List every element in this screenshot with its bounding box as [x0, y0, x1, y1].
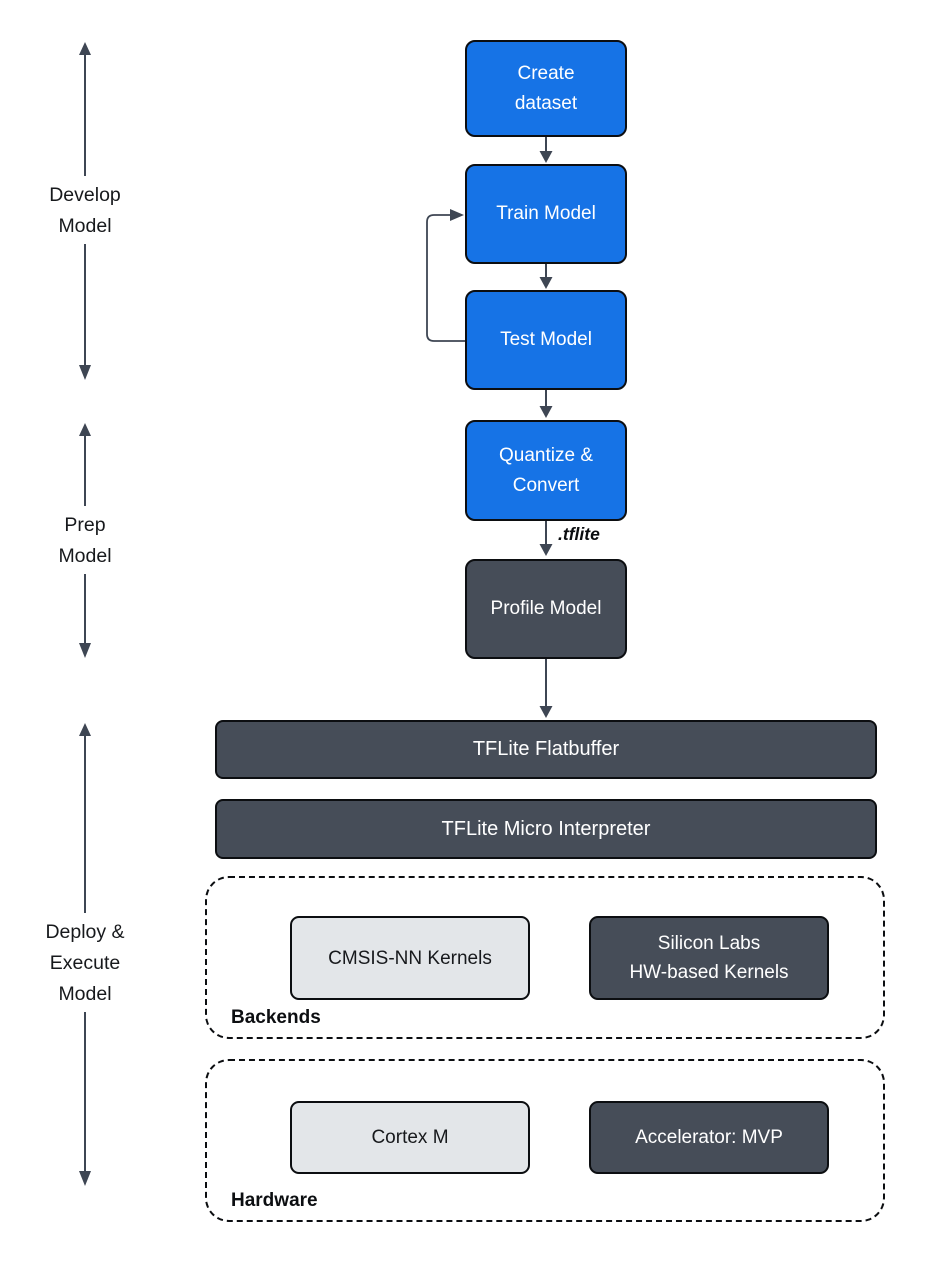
group-backends: CMSIS-NN Kernels Silicon Labs HW-based K…: [205, 876, 885, 1039]
group-label-backends: Backends: [231, 1007, 321, 1028]
box-label-line: HW-based Kernels: [629, 962, 789, 983]
phase-label-line: Model: [58, 983, 112, 1005]
backend-box-cmsis-nn-kernels: CMSIS-NN Kernels: [290, 916, 530, 1000]
tflite-file-label: .tflite: [558, 524, 600, 544]
group-label-hardware: Hardware: [231, 1190, 318, 1211]
phase-label-deploy-execute-model: Deploy & Execute Model: [15, 917, 155, 1010]
phase-label-line: Execute: [49, 952, 121, 974]
feedback-loop-arrow: [426, 209, 465, 342]
bar-tflite-flatbuffer: TFLite Flatbuffer: [215, 720, 877, 779]
hardware-box-accelerator-mvp: Accelerator: MVP: [589, 1101, 829, 1174]
phase-label-line: Develop: [49, 184, 121, 206]
phase-label-line: Prep: [64, 514, 106, 536]
node-create-dataset: Create dataset: [465, 40, 627, 137]
phase-label-line: Deploy &: [45, 921, 125, 943]
box-label-line: CMSIS-NN Kernels: [328, 947, 492, 969]
node-train-model: Train Model: [465, 164, 627, 264]
node-test-model: Test Model: [465, 290, 627, 390]
phase-label-line: Model: [58, 545, 112, 567]
box-label-line: Accelerator: MVP: [635, 1127, 783, 1148]
phase-label-line: Model: [58, 215, 112, 237]
group-hardware: Cortex M Accelerator: MVP Hardware: [205, 1059, 885, 1222]
bar-tflite-micro-interpreter: TFLite Micro Interpreter: [215, 799, 877, 859]
phase-label-prep-model: Prep Model: [15, 510, 155, 572]
node-profile-model: Profile Model: [465, 559, 627, 659]
backend-box-silicon-labs-hw-kernels: Silicon Labs HW-based Kernels: [589, 916, 829, 1000]
box-label-line: Silicon Labs: [657, 933, 761, 954]
hardware-box-cortex-m: Cortex M: [290, 1101, 530, 1174]
node-quantize-convert: Quantize & Convert: [465, 420, 627, 521]
box-label-line: Cortex M: [371, 1127, 449, 1148]
phase-label-develop-model: Develop Model: [15, 180, 155, 242]
